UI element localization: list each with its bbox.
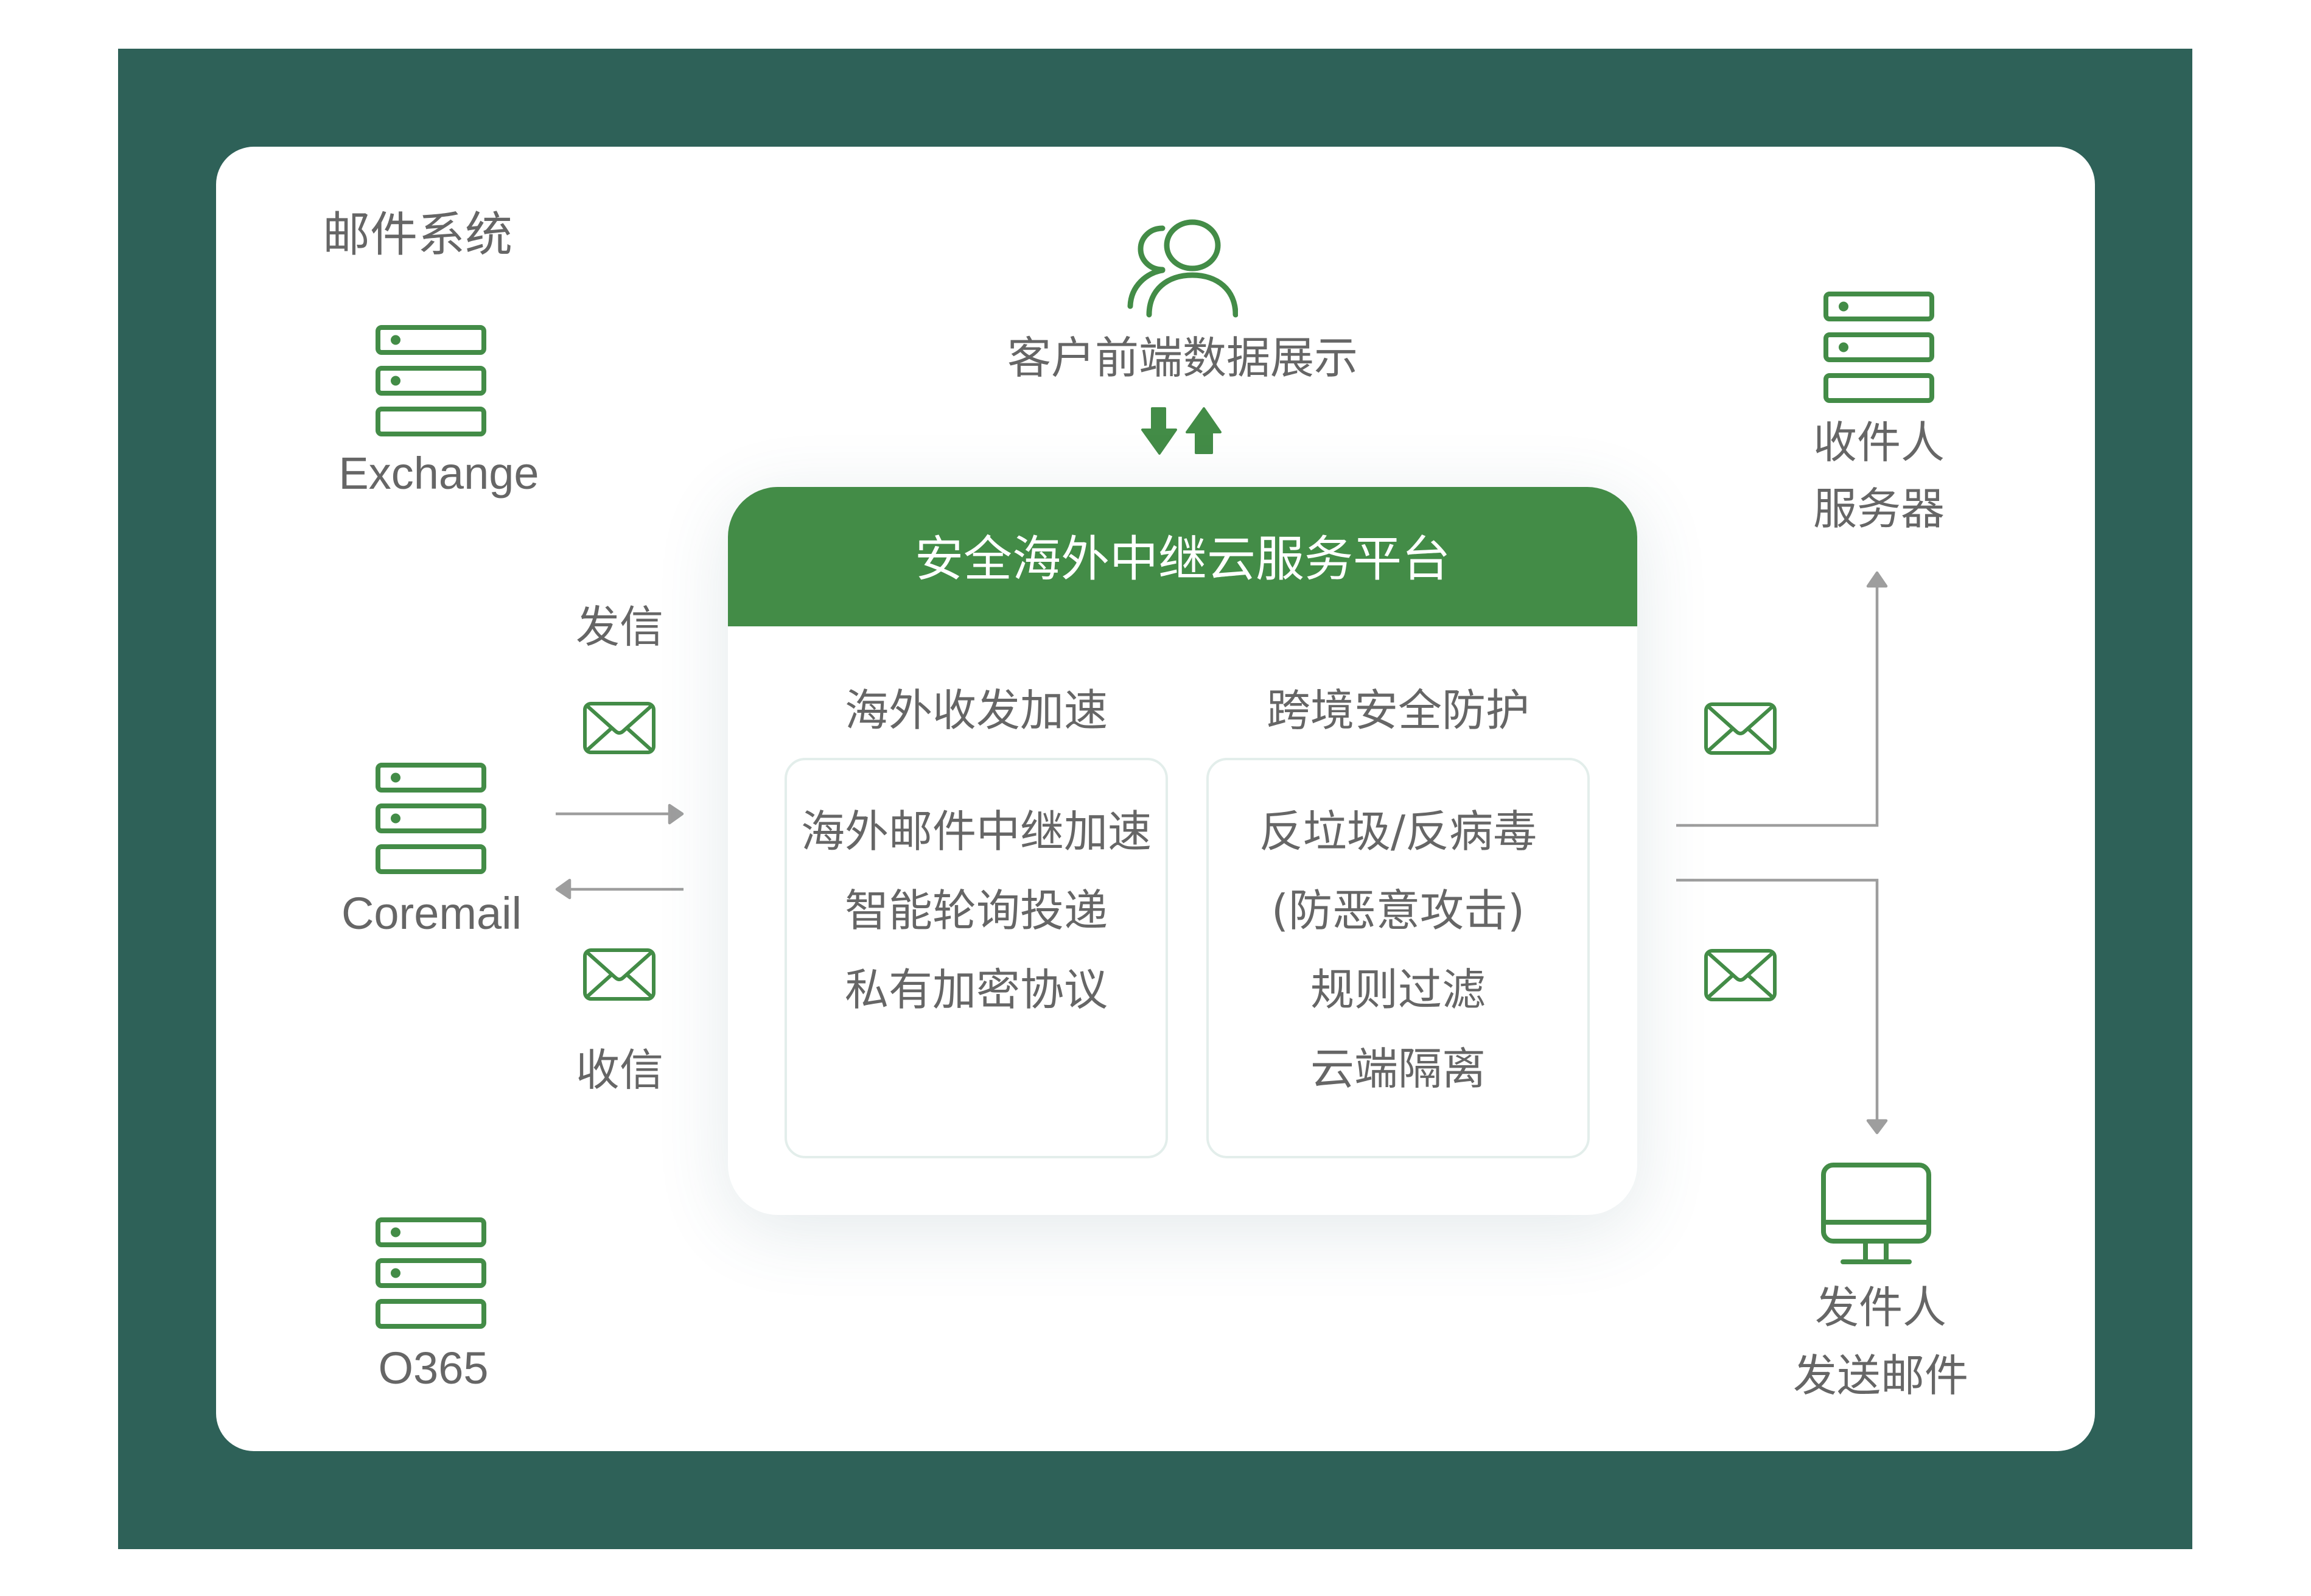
client-frontend-label: 客户前端数据展示 <box>1007 332 1358 383</box>
to-recipient-connector <box>1676 571 1888 827</box>
recipient-server-label: 收件人 服务器 <box>1757 410 2001 542</box>
sender-label: 发件人 发送邮件 <box>1759 1273 2002 1410</box>
up-down-arrows-icon <box>1141 407 1222 455</box>
feature-item: 规则过滤 <box>1310 964 1486 1015</box>
column-heading: 海外收发加速 <box>844 685 1108 736</box>
feature-box: 反垃圾/反病毒 (防恶意攻击) 规则过滤 云端隔离 <box>1206 758 1590 1158</box>
feature-item: 海外邮件中继加速 <box>800 806 1152 857</box>
feature-item: 云端隔离 <box>1310 1043 1486 1094</box>
server-icon <box>376 763 486 874</box>
feature-column-security: 跨境安全防护 反垃圾/反病毒 (防恶意攻击) 规则过滤 云端隔离 <box>1206 686 1590 1158</box>
platform-body: 海外收发加速 海外邮件中继加速 智能轮询投递 私有加密协议 跨境安全防护 反垃圾… <box>728 626 1637 1158</box>
monitor-icon <box>1821 1163 1931 1266</box>
recipient-label-line-2: 服务器 <box>1813 483 1945 534</box>
users-icon <box>1127 219 1238 318</box>
receive-arrow <box>555 878 684 900</box>
platform-header: 安全海外中继云服务平台 <box>728 487 1637 626</box>
column-heading: 跨境安全防护 <box>1266 685 1530 736</box>
envelope-icon <box>583 702 656 754</box>
platform-card: 安全海外中继云服务平台 海外收发加速 海外邮件中继加速 智能轮询投递 私有加密协… <box>728 487 1637 1215</box>
mail-system-o365-label: O365 <box>378 1343 489 1393</box>
send-label: 发信 <box>575 601 663 653</box>
feature-item: 私有加密协议 <box>844 964 1108 1015</box>
send-arrow <box>556 803 684 825</box>
mail-system-coremail-label: Coremail <box>341 888 522 939</box>
receive-label: 收信 <box>575 1045 663 1096</box>
mail-system-exchange-label: Exchange <box>338 448 539 499</box>
platform-title: 安全海外中继云服务平台 <box>915 530 1450 587</box>
feature-item: 反垃圾/反病毒 <box>1259 806 1537 857</box>
sender-label-line-2: 发送邮件 <box>1792 1350 1968 1401</box>
envelope-icon <box>583 948 656 1001</box>
sender-label-line-1: 发件人 <box>1814 1282 1946 1333</box>
server-icon <box>1823 292 1934 403</box>
feature-item: (防恶意攻击) <box>1271 885 1525 936</box>
envelope-icon <box>1704 702 1777 755</box>
connector-lines <box>555 571 1888 1135</box>
envelope-icon <box>1704 949 1777 1001</box>
mail-systems-title: 邮件系统 <box>322 208 512 262</box>
recipient-label-line-1: 收件人 <box>1813 417 1945 468</box>
feature-box: 海外邮件中继加速 智能轮询投递 私有加密协议 <box>785 758 1168 1158</box>
feature-item: 智能轮询投递 <box>844 885 1108 936</box>
from-sender-connector <box>1676 878 1888 1135</box>
diagram-panel: 邮件系统 Exchange Coremail O365 发信 <box>216 147 2095 1451</box>
server-icon <box>376 325 486 436</box>
feature-column-acceleration: 海外收发加速 海外邮件中继加速 智能轮询投递 私有加密协议 <box>785 686 1168 1158</box>
server-icon <box>376 1217 486 1329</box>
